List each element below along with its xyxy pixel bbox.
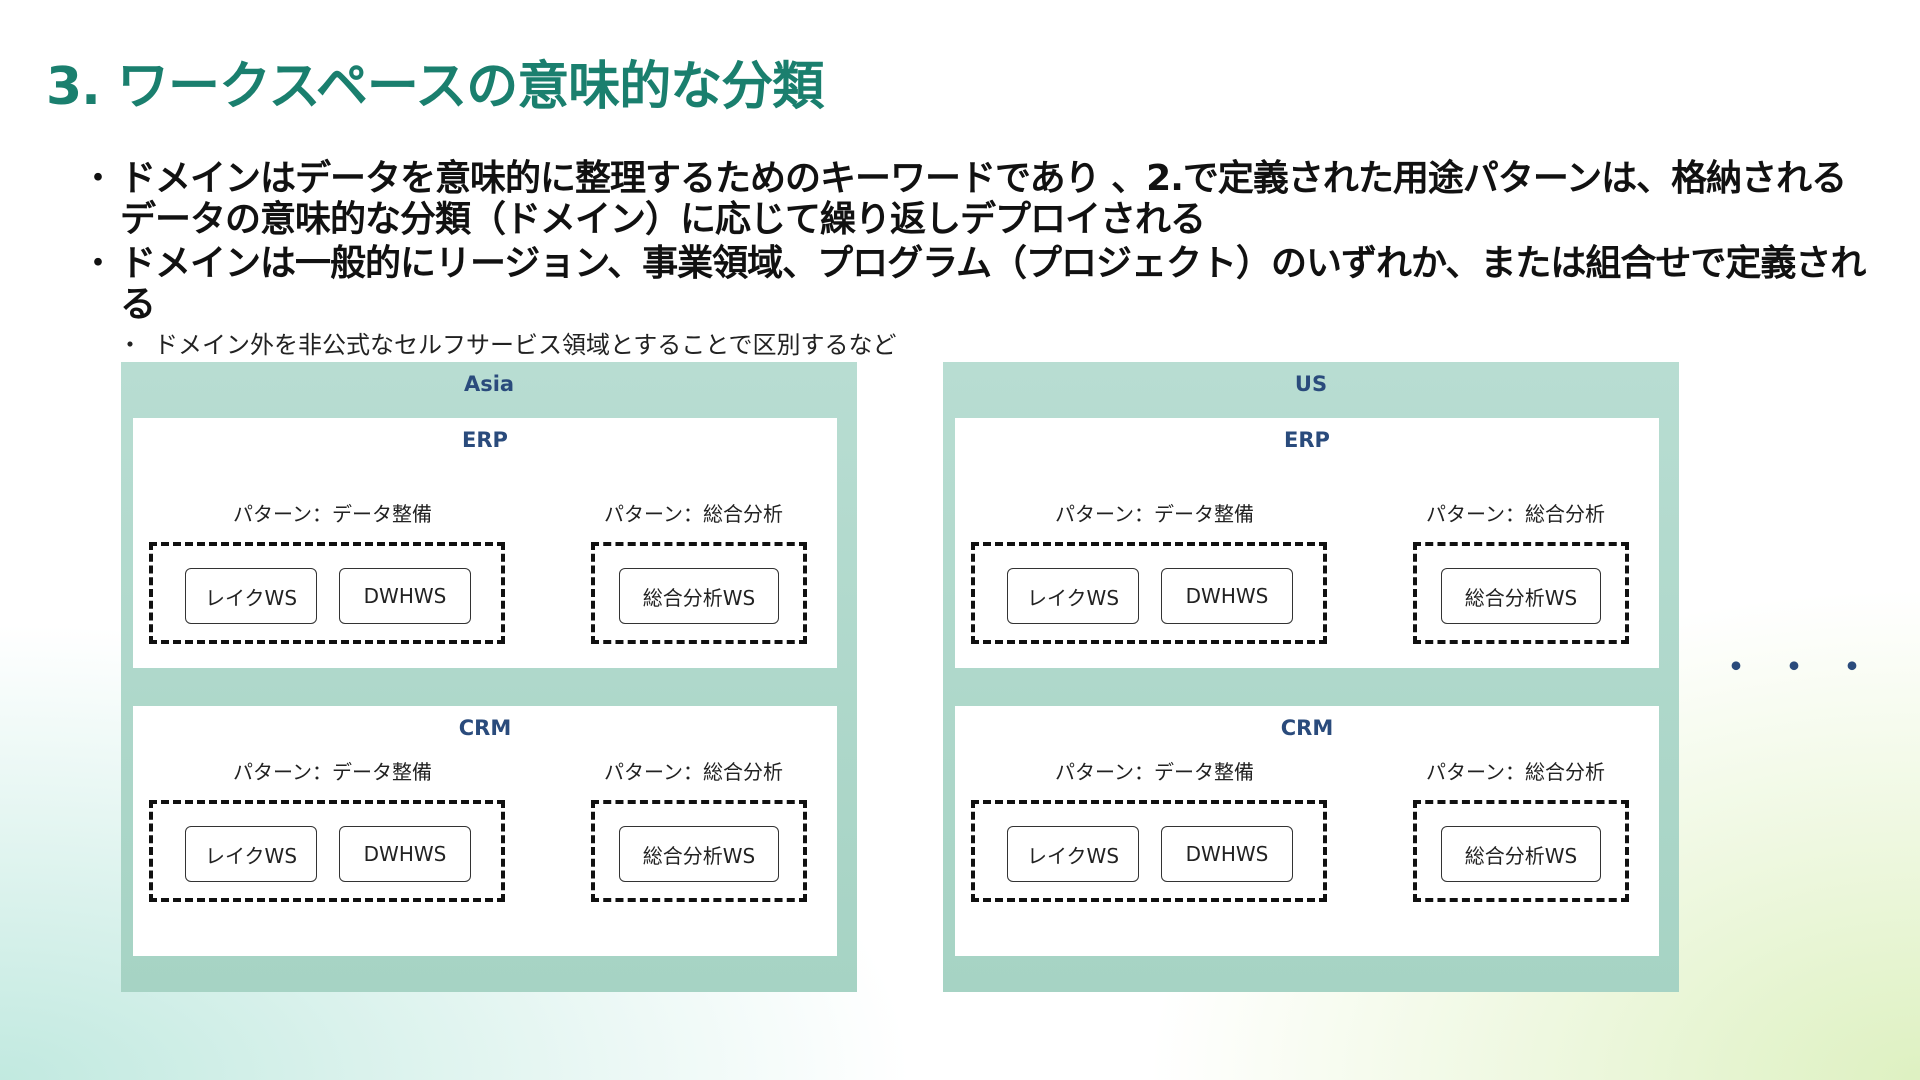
lake-ws-box: レイクWS — [1007, 826, 1139, 882]
pattern-box-analysis: 総合分析WS — [591, 542, 807, 644]
domain-label: ERP — [1284, 428, 1330, 452]
analysis-ws-box: 総合分析WS — [1441, 568, 1601, 624]
pattern-label-analysis: パターン：総合分析 — [604, 502, 783, 526]
pattern-label-analysis: パターン：総合分析 — [1426, 760, 1605, 784]
analysis-ws-box: 総合分析WS — [1441, 826, 1601, 882]
sub-bullet-item: ・ ドメイン外を非公式なセルフサービス領域とすることで区別するなど — [80, 329, 1880, 361]
region-label: Asia — [463, 372, 515, 396]
analysis-ws-box: 総合分析WS — [619, 568, 779, 624]
analysis-ws-box: 総合分析WS — [619, 826, 779, 882]
pattern-label-analysis: パターン：総合分析 — [604, 760, 783, 784]
bullet-marker: ・ — [80, 158, 116, 199]
dwh-ws-box: DWHWS — [1161, 826, 1293, 882]
domain-label: ERP — [462, 428, 508, 452]
domain-label: CRM — [1280, 716, 1334, 740]
pattern-box-data: レイクWS DWHWS — [971, 800, 1327, 902]
pattern-box-data: レイクWS DWHWS — [149, 800, 505, 902]
region-asia: Asia ERP パターン：データ整備 レイクWS DWHWS パターン：総合分… — [121, 362, 857, 992]
region-us: US ERP パターン：データ整備 レイクWS DWHWS パターン：総合分析 … — [943, 362, 1679, 992]
bullet-item: ・ ドメインはデータを意味的に整理するためのキーワードであり 、2.で定義された… — [80, 158, 1880, 240]
dwh-ws-box: DWHWS — [1161, 568, 1293, 624]
pattern-box-analysis: 総合分析WS — [1413, 542, 1629, 644]
pattern-label-data: パターン：データ整備 — [233, 760, 432, 784]
bullet-text: ドメインはデータを意味的に整理するためのキーワードであり 、2.で定義された用途… — [120, 158, 1847, 240]
dwh-ws-box: DWHWS — [339, 826, 471, 882]
bullet-item: ・ ドメインは一般的にリージョン、事業領域、プログラム（プロジェクト）のいずれか… — [80, 243, 1880, 325]
sub-bullet-marker: ・ — [118, 331, 142, 359]
dwh-ws-box: DWHWS — [339, 568, 471, 624]
pattern-label-data: パターン：データ整備 — [233, 502, 432, 526]
pattern-label-data: パターン：データ整備 — [1055, 760, 1254, 784]
lake-ws-box: レイクWS — [1007, 568, 1139, 624]
domain-crm: CRM パターン：データ整備 レイクWS DWHWS パターン：総合分析 総合分… — [955, 706, 1659, 956]
pattern-box-analysis: 総合分析WS — [1413, 800, 1629, 902]
pattern-box-analysis: 総合分析WS — [591, 800, 807, 902]
domain-crm: CRM パターン：データ整備 レイクWS DWHWS パターン：総合分析 総合分… — [133, 706, 837, 956]
region-label: US — [1294, 372, 1328, 396]
page-title: 3. ワークスペースの意味的な分類 — [46, 57, 824, 117]
pattern-label-data: パターン：データ整備 — [1055, 502, 1254, 526]
bullet-marker: ・ — [80, 243, 116, 284]
pattern-box-data: レイクWS DWHWS — [971, 542, 1327, 644]
pattern-label-analysis: パターン：総合分析 — [1426, 502, 1605, 526]
sub-bullet-text: ドメイン外を非公式なセルフサービス領域とすることで区別するなど — [154, 331, 897, 359]
lake-ws-box: レイクWS — [185, 826, 317, 882]
domain-label: CRM — [458, 716, 512, 740]
bullet-text: ドメインは一般的にリージョン、事業領域、プログラム（プロジェクト）のいずれか、ま… — [120, 243, 1866, 325]
pattern-box-data: レイクWS DWHWS — [149, 542, 505, 644]
bullet-list: ・ ドメインはデータを意味的に整理するためのキーワードであり 、2.で定義された… — [80, 158, 1880, 361]
lake-ws-box: レイクWS — [185, 568, 317, 624]
more-ellipsis: ・・・ — [1718, 647, 1893, 688]
domain-erp: ERP パターン：データ整備 レイクWS DWHWS パターン：総合分析 総合分… — [955, 418, 1659, 668]
domain-erp: ERP パターン：データ整備 レイクWS DWHWS パターン：総合分析 総合分… — [133, 418, 837, 668]
